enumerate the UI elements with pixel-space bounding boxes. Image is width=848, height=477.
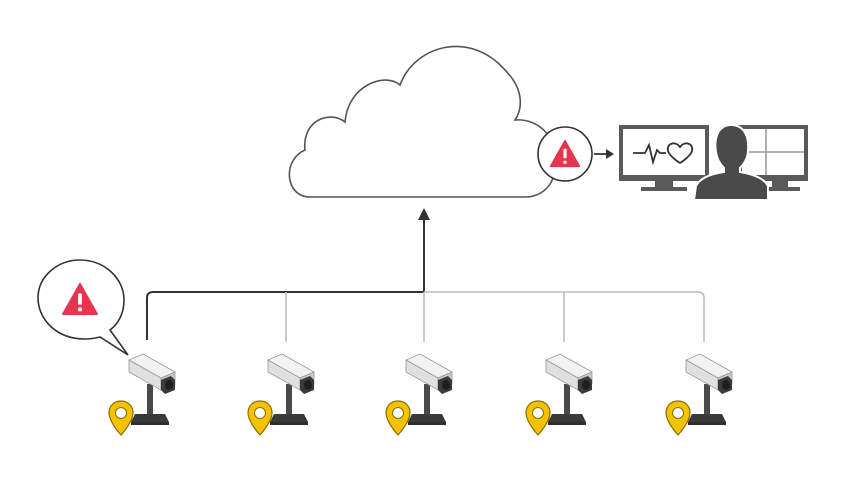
camera-alert-bubble (37, 259, 129, 356)
camera-unit-1 (108, 353, 176, 436)
location-pin-icon (525, 400, 551, 436)
upload-arrow (418, 208, 430, 292)
location-pin-icon (108, 400, 134, 436)
security-camera-icon (685, 353, 733, 426)
security-camera-icon (405, 353, 453, 426)
camera-unit-5 (665, 353, 733, 436)
location-pin-icon (665, 400, 691, 436)
location-pin-icon (385, 400, 411, 436)
heartbeat-monitor-icon (619, 125, 709, 191)
camera-unit-3 (385, 353, 453, 436)
notify-arrow (594, 149, 614, 159)
security-camera-icon (545, 353, 593, 426)
location-pin-icon (247, 400, 273, 436)
security-camera-icon (267, 353, 315, 426)
network-bus (146, 291, 705, 342)
cloud-icon (288, 45, 556, 198)
operator-person-icon (692, 123, 769, 201)
cloud-alert-badge (537, 126, 593, 182)
camera-unit-4 (525, 353, 593, 436)
video-grid-monitor-icon (738, 125, 808, 191)
camera-unit-2 (247, 353, 315, 436)
security-camera-icon (128, 353, 176, 426)
